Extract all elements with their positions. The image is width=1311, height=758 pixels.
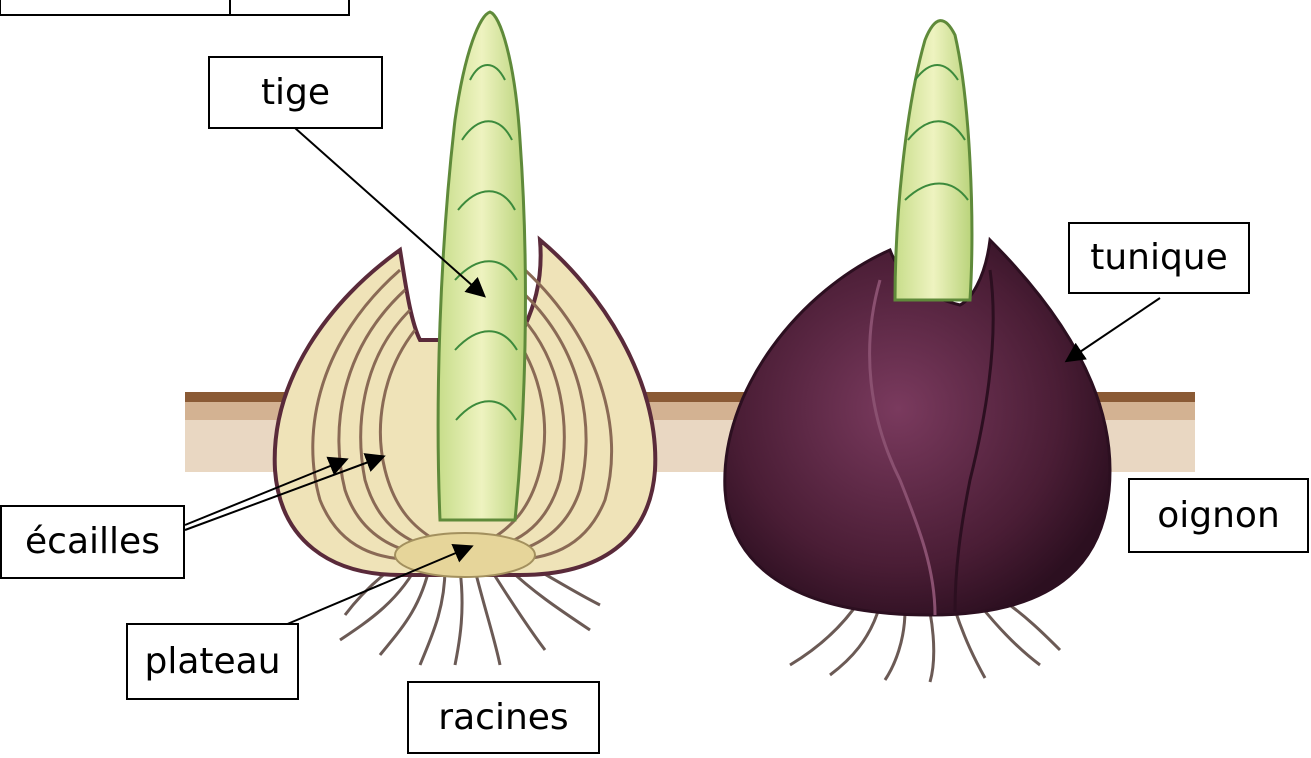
label-tunique: tunique xyxy=(1068,222,1250,294)
whole-bulb xyxy=(725,21,1110,682)
top-left-box xyxy=(0,0,349,15)
label-tige: tige xyxy=(208,56,383,129)
label-ecailles-text: écailles xyxy=(25,524,160,560)
arrow-tunique xyxy=(1068,298,1160,360)
label-plateau: plateau xyxy=(126,623,299,700)
label-tunique-text: tunique xyxy=(1090,240,1228,276)
label-oignon-text: oignon xyxy=(1157,498,1280,534)
label-oignon: oignon xyxy=(1128,478,1309,553)
label-racines: racines xyxy=(407,681,600,754)
label-plateau-text: plateau xyxy=(144,644,280,680)
label-tige-text: tige xyxy=(261,75,330,111)
shoot xyxy=(895,21,972,300)
label-ecailles: écailles xyxy=(0,505,185,579)
label-racines-text: racines xyxy=(438,700,568,736)
